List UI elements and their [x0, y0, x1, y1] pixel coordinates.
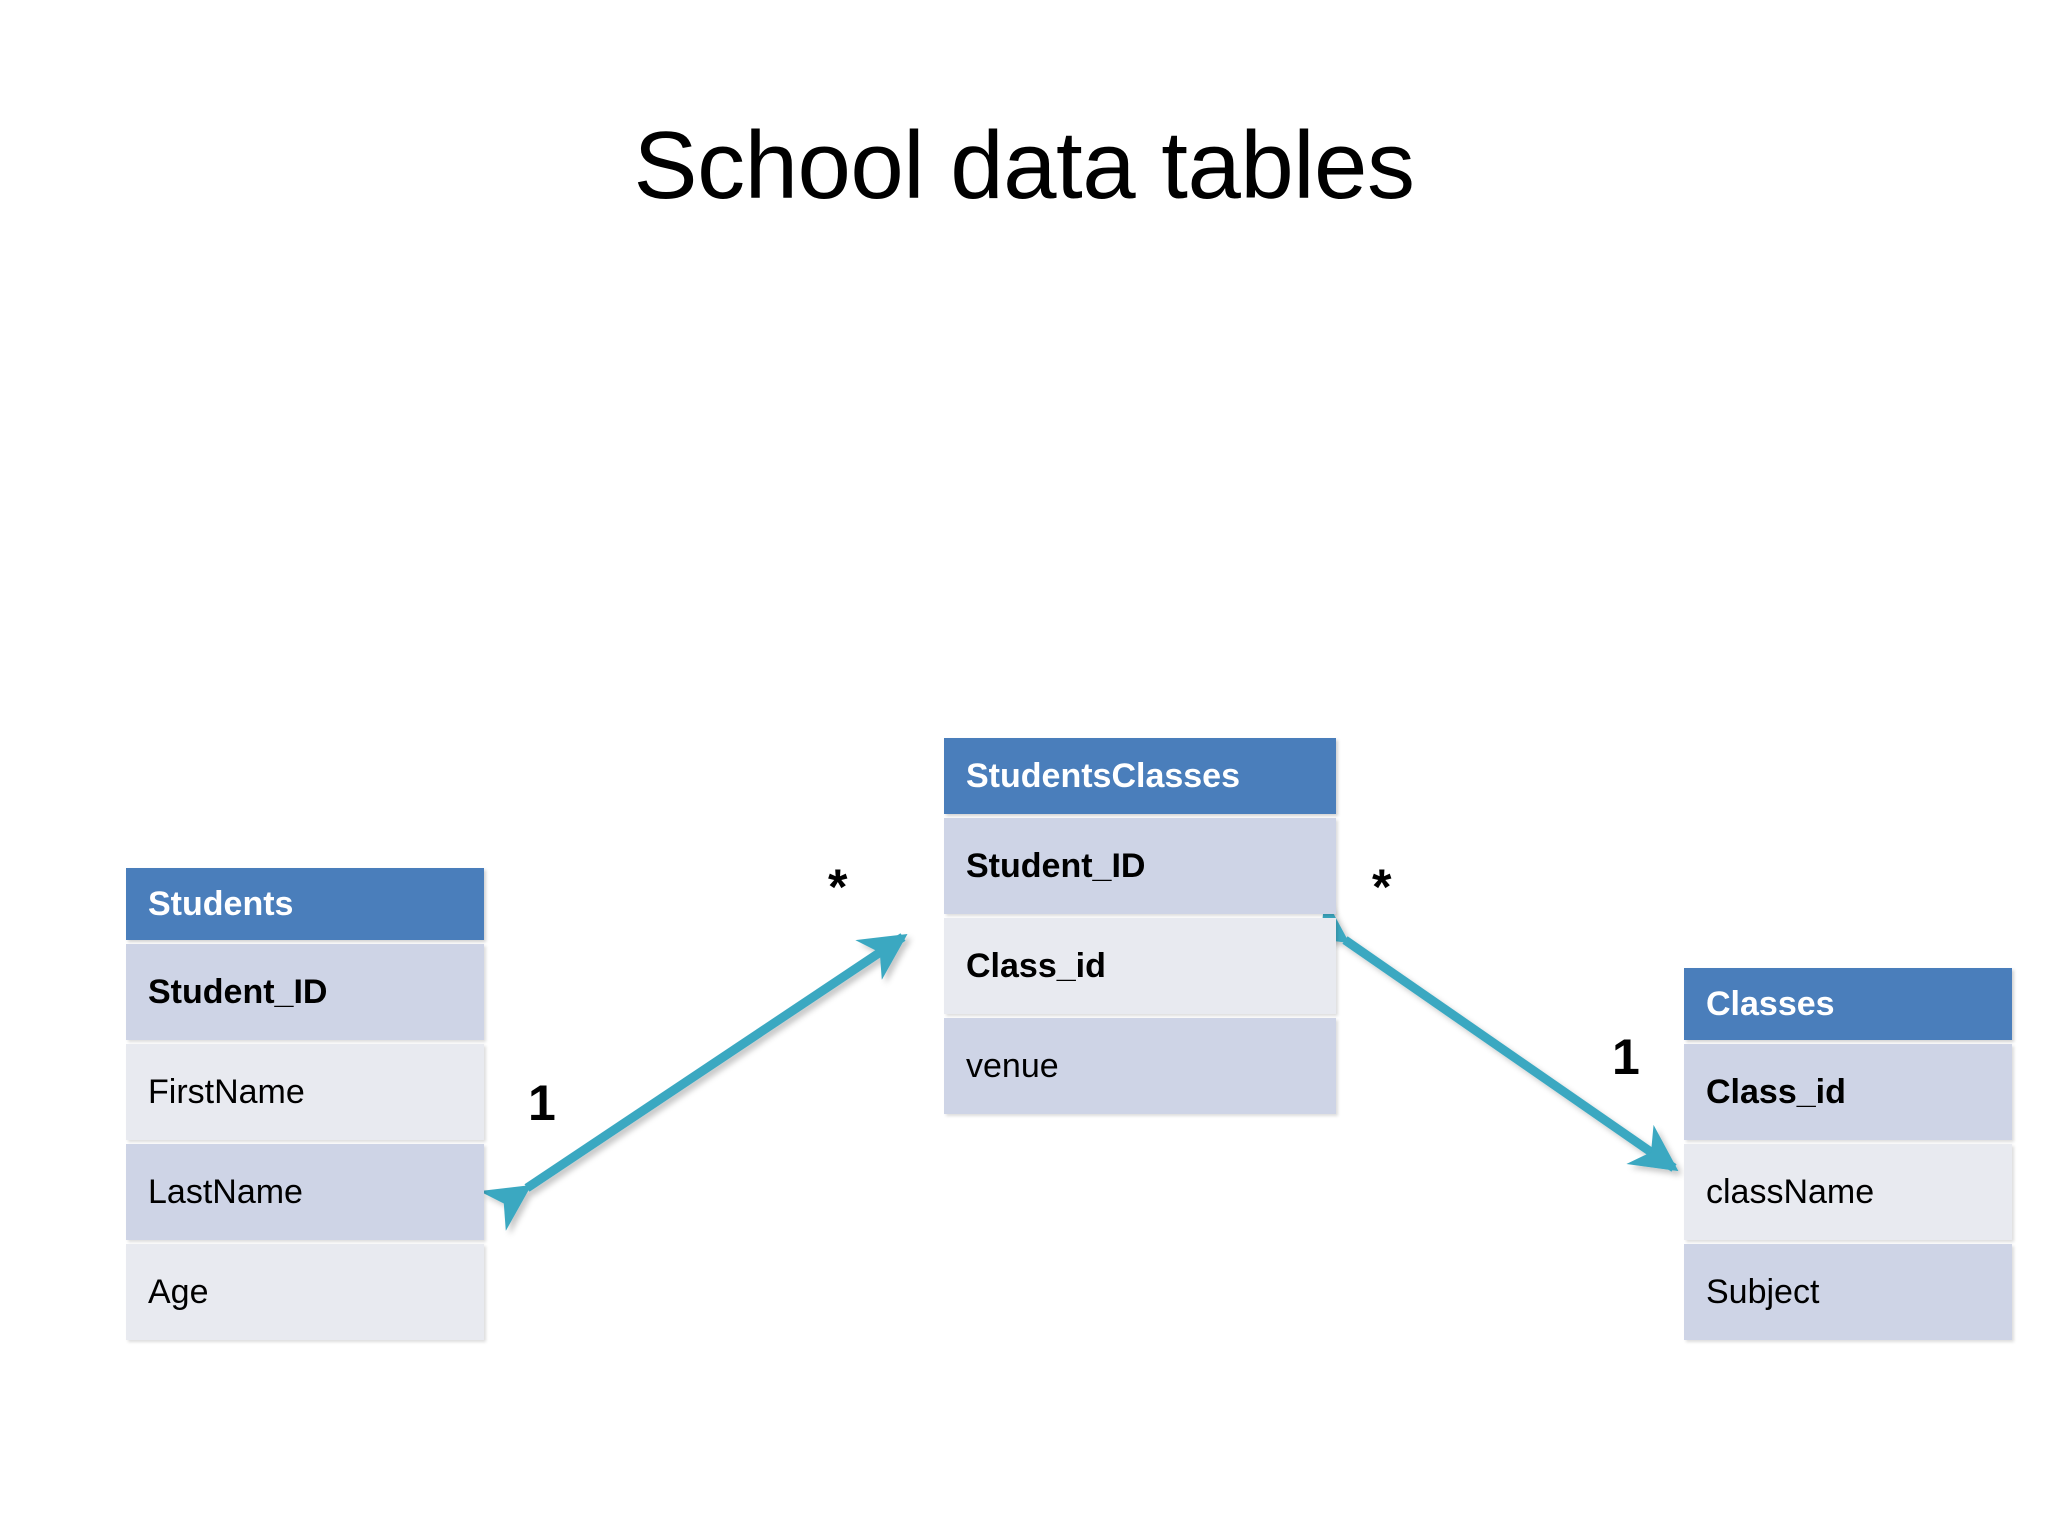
entity-table-students[interactable]: Students Student_ID FirstName LastName A…	[126, 868, 484, 1340]
connector-students-studentsclasses	[479, 933, 908, 1231]
cardinality-right-many: *	[1372, 859, 1392, 915]
entity-header-classes: Classes	[1684, 968, 2012, 1040]
cardinality-left-one: 1	[528, 1075, 556, 1131]
entity-header-studentsclasses: StudentsClasses	[944, 738, 1336, 814]
entity-field-classes-subject: Subject	[1684, 1244, 2012, 1340]
entity-field-studentsclasses-student-id: Student_ID	[944, 818, 1336, 914]
entity-field-classes-class-id: Class_id	[1684, 1044, 2012, 1140]
entity-field-students-lastname: LastName	[126, 1144, 484, 1240]
entity-field-students-age: Age	[126, 1244, 484, 1340]
entity-field-students-firstname: FirstName	[126, 1044, 484, 1140]
entity-table-classes[interactable]: Classes Class_id className Subject	[1684, 968, 2012, 1340]
entity-header-students: Students	[126, 868, 484, 940]
cardinality-left-many: *	[828, 859, 848, 915]
entity-field-studentsclasses-venue: venue	[944, 1018, 1336, 1114]
entity-field-studentsclasses-class-id: Class_id	[944, 918, 1336, 1014]
entity-field-classes-classname: className	[1684, 1144, 2012, 1240]
page-title: School data tables	[633, 112, 1415, 219]
entity-table-studentsclasses[interactable]: StudentsClasses Student_ID Class_id venu…	[944, 738, 1336, 1114]
cardinality-right-one: 1	[1612, 1029, 1640, 1085]
entity-field-students-student-id: Student_ID	[126, 944, 484, 1040]
